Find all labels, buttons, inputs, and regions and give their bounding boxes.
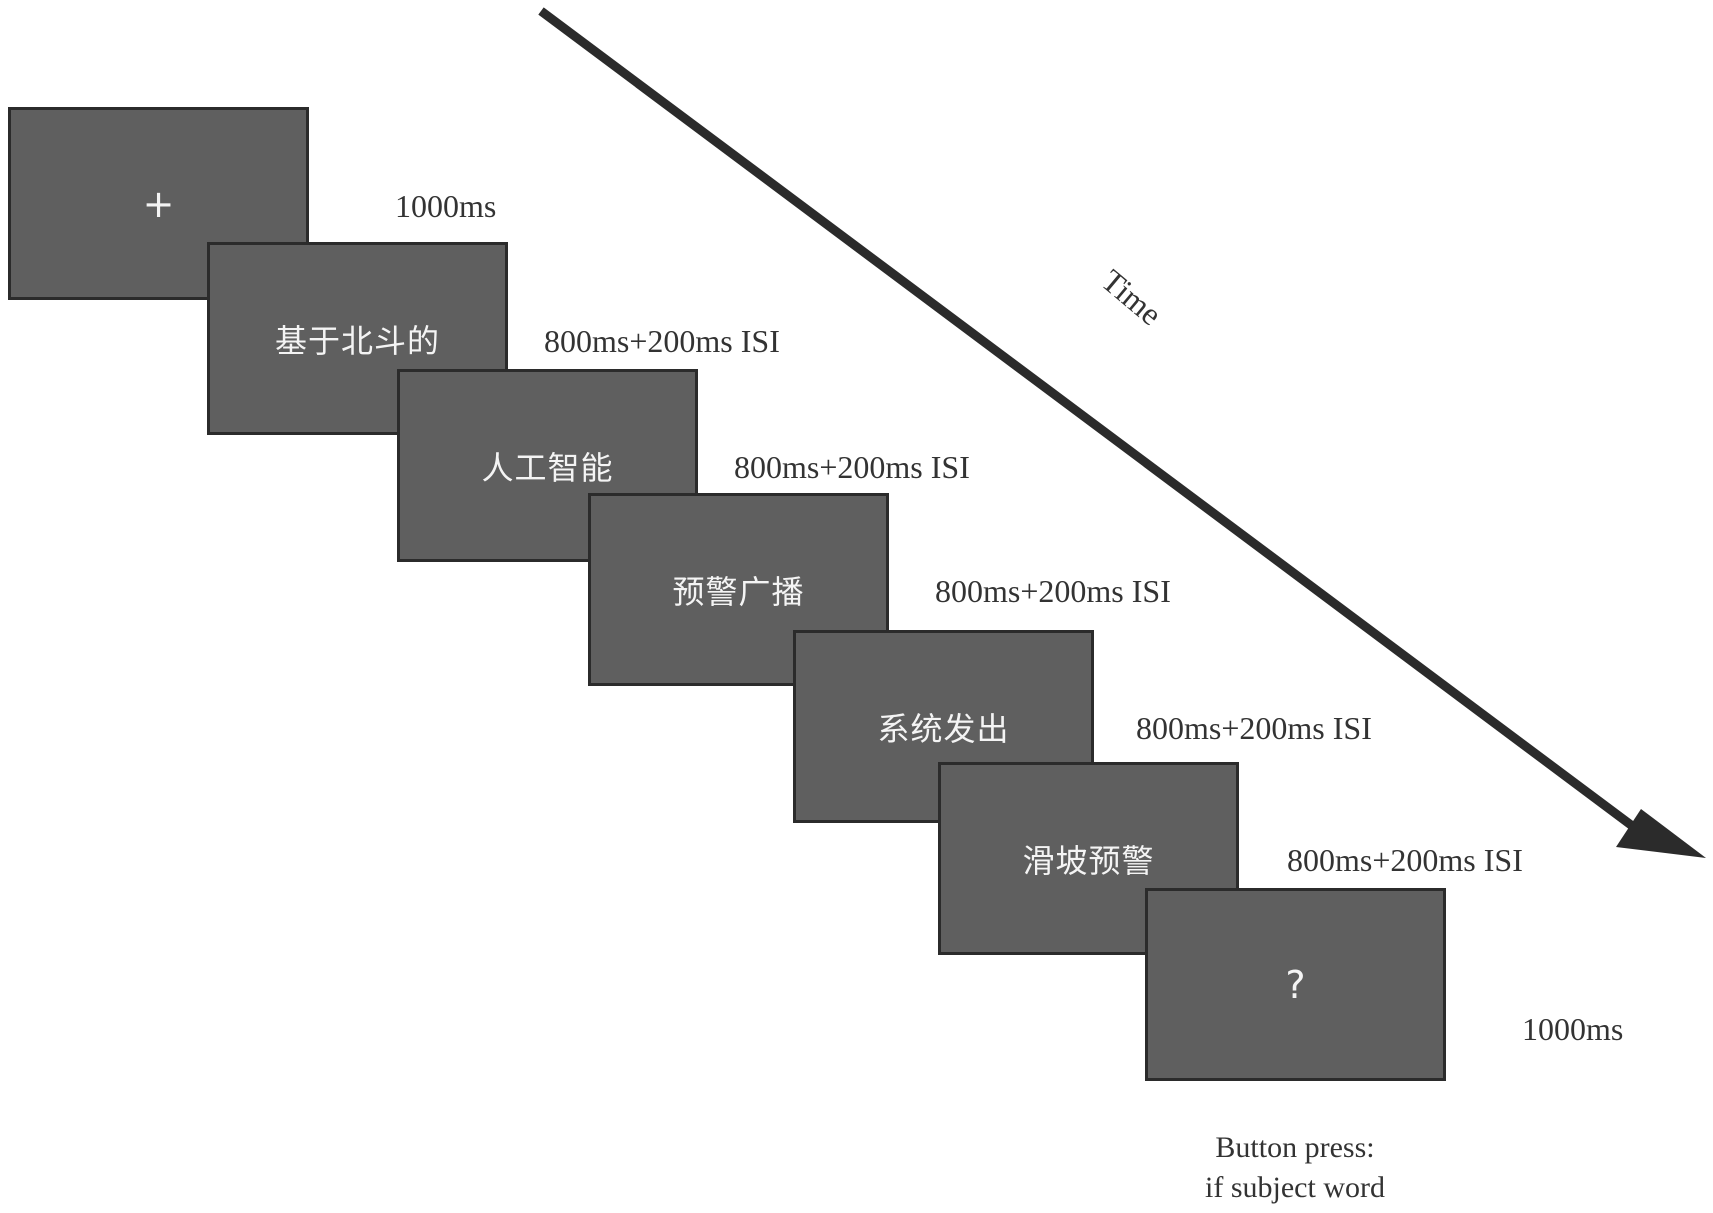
duration-label-5: 800ms+200ms ISI <box>1136 710 1372 746</box>
screen-fixation-cross: + <box>142 181 175 226</box>
time-arrow-shaft <box>538 7 1638 832</box>
duration-label-6: 800ms+200ms ISI <box>1287 842 1523 878</box>
screen-word-2-text: 人工智能 <box>481 448 614 487</box>
duration-label-1: 1000ms <box>395 188 497 224</box>
duration-label-2: 800ms+200ms ISI <box>544 323 780 359</box>
screen-probe: ? <box>1145 888 1446 1081</box>
time-arrow-head <box>1616 809 1706 858</box>
response-instruction-line-2: if subject word <box>1205 1171 1385 1204</box>
duration-label-3: 800ms+200ms ISI <box>734 449 970 485</box>
response-instruction-line-1: Button press: <box>1215 1131 1375 1164</box>
screen-word-1-text: 基于北斗的 <box>274 321 440 360</box>
duration-label-4: 800ms+200ms ISI <box>935 573 1171 609</box>
screen-word-3-text: 预警广播 <box>672 572 805 611</box>
screen-probe-question-mark: ? <box>1285 962 1306 1007</box>
duration-label-7: 1000ms <box>1522 1011 1624 1047</box>
screen-word-5-text: 滑坡预警 <box>1022 841 1155 880</box>
response-instruction: Button press: if subject word <box>1135 1128 1455 1208</box>
screen-word-4-text: 系统发出 <box>877 709 1010 748</box>
